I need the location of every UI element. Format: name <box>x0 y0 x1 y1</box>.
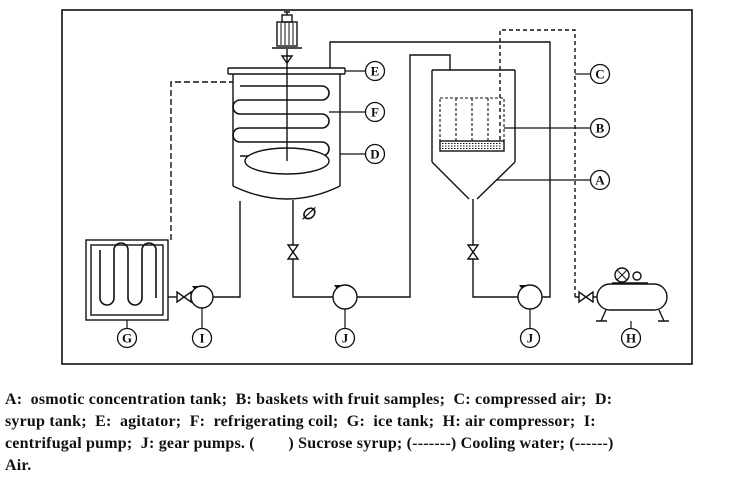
motor-stub <box>284 11 290 15</box>
agitator-motor <box>272 11 302 49</box>
label-circle-H <box>620 327 642 349</box>
osmotic-tank-funnel <box>431 161 516 200</box>
label-B: B <box>596 121 605 136</box>
label-circle-I <box>191 327 213 349</box>
ice-tank-inner <box>90 244 164 316</box>
label-J1: J <box>342 331 349 346</box>
refrigerating-coil <box>232 85 330 157</box>
label-A: A <box>595 173 605 188</box>
syrup-riser-pipe <box>357 54 451 298</box>
label-leaders <box>126 70 632 328</box>
drain-phi-symbol: ∅ <box>301 206 317 223</box>
syrup-feed-pipe <box>292 259 333 298</box>
syrup-tank <box>227 49 346 200</box>
motor-hatching <box>280 23 294 45</box>
syrup-tank-valve <box>286 244 300 260</box>
label-G: G <box>122 331 132 346</box>
gear-pump-1 <box>332 284 358 310</box>
fruit-bed-hatch <box>442 143 502 149</box>
fruit-bed-band <box>439 140 505 152</box>
basket-dividers <box>455 98 489 141</box>
compressor-motor <box>614 267 630 283</box>
caption-line-3: centrifugal pump; J: gear pumps. ( ) Suc… <box>5 435 614 452</box>
label-J2: J <box>527 331 534 346</box>
cooling-water-supply-pipe <box>170 81 233 240</box>
coil-inlet-pipe <box>213 201 241 298</box>
process-flow-diagram: E F D C B A G I J J H ∅ <box>61 9 693 365</box>
figure-caption: A: osmotic concentration tank; B: basket… <box>5 389 747 477</box>
cooling-water-pipes <box>170 81 233 240</box>
centrifugal-pump <box>190 285 214 309</box>
label-circle-E <box>364 60 386 82</box>
label-circle-D <box>364 143 386 165</box>
compressor-receiver <box>596 283 668 311</box>
shaft-coupling <box>280 55 294 65</box>
caption-line-4: Air. <box>5 457 32 474</box>
caption-line-1: A: osmotic concentration tank; B: basket… <box>5 391 613 408</box>
label-circle-J2 <box>519 327 541 349</box>
motor-body <box>276 21 298 47</box>
syrup-tank-walls <box>232 74 341 186</box>
label-letters: E F D C B A G I J J H ∅ <box>122 64 636 346</box>
label-F: F <box>371 105 379 120</box>
label-circle-F <box>364 101 386 123</box>
label-circle-C <box>589 63 611 85</box>
ice-tank-coil <box>99 242 157 306</box>
gear-pump-2 <box>517 284 543 310</box>
compressor-pulley <box>632 271 642 281</box>
label-D: D <box>370 147 379 162</box>
air-compressor <box>596 267 669 322</box>
label-I: I <box>199 331 204 346</box>
osmotic-tank-valve <box>466 244 480 260</box>
syrup-return-lower-pipe <box>472 259 518 298</box>
fruit-baskets <box>439 97 505 142</box>
label-circle-A <box>589 169 611 191</box>
label-circle-G <box>116 327 138 349</box>
compressor-motor-cross <box>616 269 628 281</box>
label-circles <box>116 60 642 349</box>
valves <box>176 244 594 304</box>
osmotic-tank <box>431 69 516 200</box>
syrup-tank-bottom <box>232 185 341 200</box>
compressor-legs <box>596 309 669 322</box>
pumps <box>190 284 543 310</box>
compressed-air-pipe <box>499 29 576 297</box>
ice-tank-valve <box>176 290 192 304</box>
compressor-valve <box>578 290 594 304</box>
label-C: C <box>595 67 604 82</box>
syrup-return-pipe <box>329 41 551 298</box>
diagram-frame <box>61 9 693 365</box>
label-E: E <box>371 64 380 79</box>
motor-cap <box>281 14 293 23</box>
label-circle-B <box>589 117 611 139</box>
air-pipes <box>499 29 576 297</box>
label-H: H <box>626 331 636 346</box>
label-circle-J1 <box>334 327 356 349</box>
osmotic-tank-walls <box>431 70 516 162</box>
ice-tank <box>85 239 169 321</box>
caption-line-2: syrup tank; E: agitator; F: refrigeratin… <box>5 413 596 430</box>
